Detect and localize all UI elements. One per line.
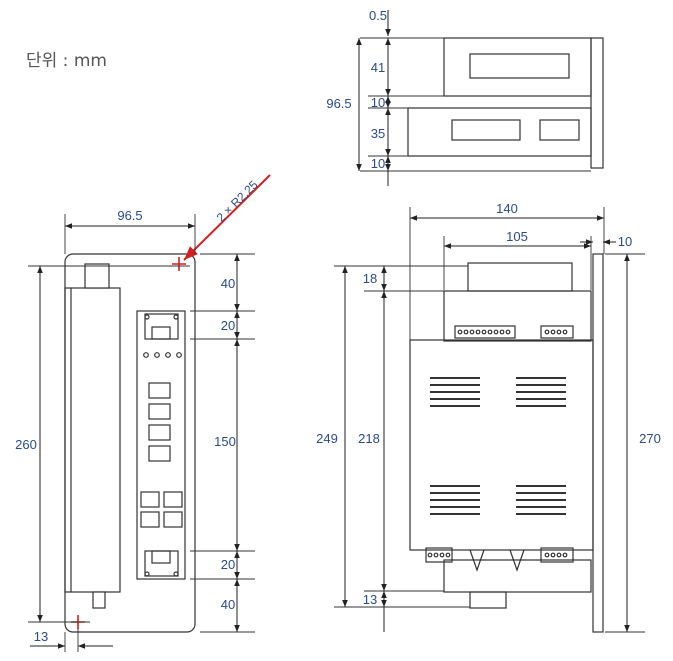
connector-pin — [445, 552, 451, 558]
connector-pin — [499, 329, 505, 335]
front-dim-40-top: 40 — [221, 276, 235, 291]
unit-label: 단위 : mm — [26, 51, 107, 71]
connector-pin — [544, 329, 550, 335]
connector-pin — [505, 329, 511, 335]
side-flange — [592, 253, 604, 633]
hole-callout-label: 2 × R2.25 — [214, 177, 261, 224]
top-lower-section — [407, 107, 592, 157]
side-flange-10: 10 — [618, 234, 632, 249]
display-panel — [136, 310, 186, 580]
top-dim-10-upper: 10 — [371, 95, 385, 110]
front-dim-20-top: 20 — [221, 318, 235, 333]
vent-slots — [427, 329, 568, 558]
front-height-label: 260 — [15, 437, 37, 452]
side-dim-18: 18 — [363, 271, 377, 286]
side-top-block — [467, 262, 573, 292]
top-upper-display — [469, 53, 570, 79]
side-top-plate — [443, 290, 592, 342]
front-view: 96.5 260 13 2 × R2.25 40 20 150 20 40 — [15, 174, 271, 652]
connector-pin — [556, 552, 562, 558]
connector-pin — [487, 329, 493, 335]
top-connector — [84, 263, 110, 289]
top-dim-41: 41 — [371, 60, 385, 75]
side-height-249: 249 — [316, 431, 338, 446]
connector-pin — [562, 552, 568, 558]
connector-pin — [493, 329, 499, 335]
front-dim-20-bottom: 20 — [221, 557, 235, 572]
connector-pin — [427, 552, 433, 558]
front-dim-150: 150 — [214, 434, 236, 449]
connector-pin — [550, 329, 556, 335]
connector-pin — [556, 329, 562, 335]
side-bottom-connector — [469, 591, 507, 609]
connector-pin — [469, 329, 475, 335]
side-width-140: 140 — [496, 201, 518, 216]
connector-pin — [550, 552, 556, 558]
connector-pin — [481, 329, 487, 335]
top-flange — [590, 37, 604, 169]
side-height-270: 270 — [639, 431, 661, 446]
side-width-105: 105 — [506, 229, 528, 244]
connector-pin — [457, 329, 463, 335]
top-dim-0-5: 0.5 — [369, 8, 387, 23]
top-dim-96-5: 96.5 — [326, 96, 351, 111]
connector-pin — [475, 329, 481, 335]
top-dim-35: 35 — [371, 126, 385, 141]
side-height-218: 218 — [358, 431, 380, 446]
front-bottom-offset-label: 13 — [34, 629, 48, 644]
top-view: 0.5 41 10 35 10 96.5 — [326, 8, 604, 186]
top-dim-10-lower: 10 — [371, 156, 385, 171]
left-channel — [64, 287, 121, 593]
bottom-connector — [92, 591, 106, 609]
connector-pin — [562, 329, 568, 335]
side-main-body — [409, 339, 594, 551]
hole-callout-leader — [183, 174, 271, 261]
side-dim-13: 13 — [363, 592, 377, 607]
connector-pin — [463, 329, 469, 335]
mount-hole-top — [172, 257, 186, 271]
front-dim-40-bottom: 40 — [221, 597, 235, 612]
front-width-label: 96.5 — [117, 208, 142, 223]
connector-pin — [433, 552, 439, 558]
connector-pin — [439, 552, 445, 558]
side-view: 140 105 10 249 218 18 13 270 — [316, 201, 661, 633]
connector-pin — [544, 552, 550, 558]
